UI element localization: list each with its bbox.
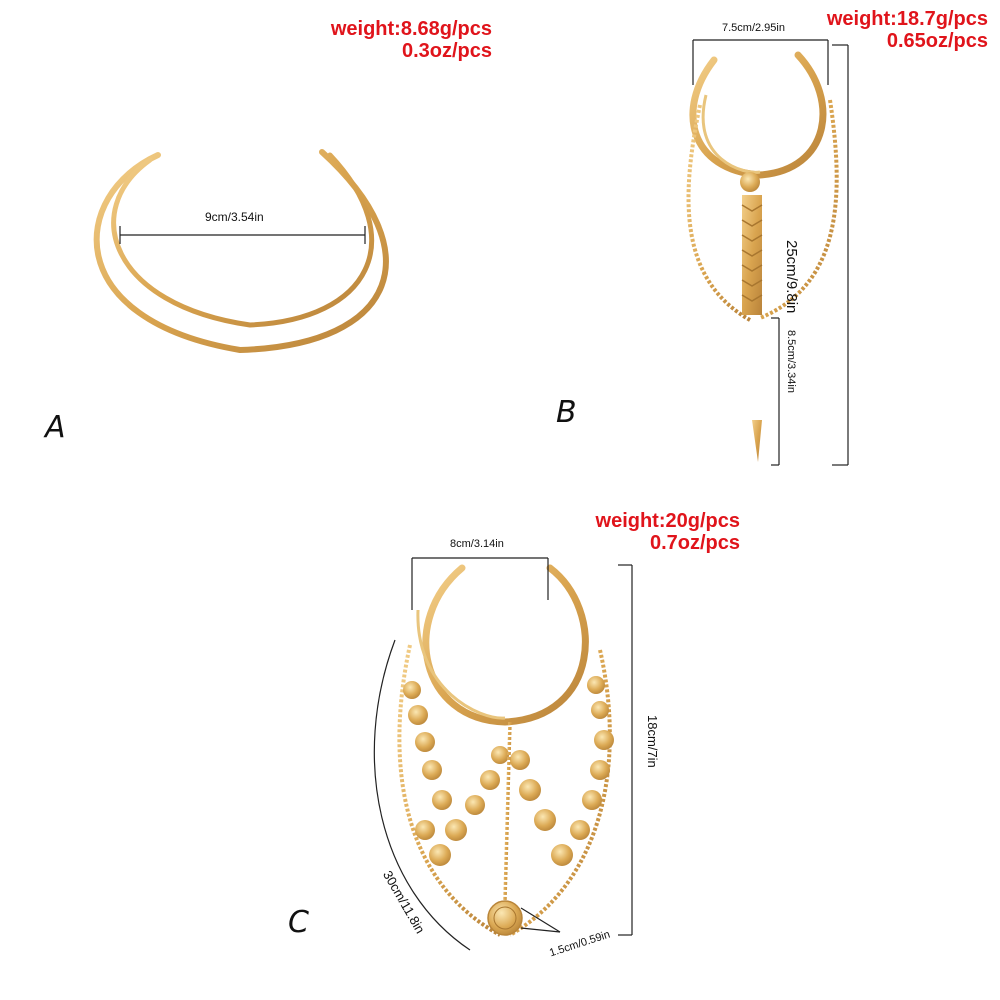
product-c-width-label: 8cm/3.14in bbox=[450, 538, 504, 550]
product-c-weight-ounces: 0.7oz/pcs bbox=[649, 532, 740, 554]
product-c-weight: weight:20g/pcs 0.7oz/pcs bbox=[596, 510, 740, 554]
product-a-weight: weight:8.68g/pcs 0.3oz/pcs bbox=[331, 18, 492, 62]
product-b-tassel-label: 8.5cm/3.34in bbox=[785, 330, 797, 393]
dimension-line-a-width bbox=[119, 226, 366, 244]
dimension-lines-c bbox=[373, 557, 633, 951]
dimension-lines-b bbox=[692, 39, 849, 466]
cuff-c bbox=[397, 564, 614, 937]
product-b-label: B bbox=[556, 395, 577, 430]
cuff-a bbox=[93, 149, 389, 354]
product-c-label: C bbox=[288, 905, 309, 940]
product-b-weight-ounces: 0.65oz/pcs bbox=[886, 30, 988, 52]
product-b-weight: weight:18.7g/pcs 0.65oz/pcs bbox=[827, 8, 988, 52]
product-b-width-label: 7.5cm/2.95in bbox=[722, 22, 785, 34]
product-c-weight-grams: weight:20g/pcs bbox=[595, 510, 740, 532]
product-c-height-label: 18cm/7in bbox=[645, 715, 660, 768]
product-a-width-label: 9cm/3.54in bbox=[205, 210, 264, 224]
cuff-b bbox=[686, 51, 839, 462]
product-b-weight-grams: weight:18.7g/pcs bbox=[826, 8, 988, 30]
product-b-length-label: 25cm/9.8in bbox=[783, 240, 800, 314]
product-a-weight-ounces: 0.3oz/pcs bbox=[401, 40, 492, 62]
product-a-weight-grams: weight:8.68g/pcs bbox=[330, 18, 492, 40]
product-a-label: A bbox=[45, 410, 66, 445]
